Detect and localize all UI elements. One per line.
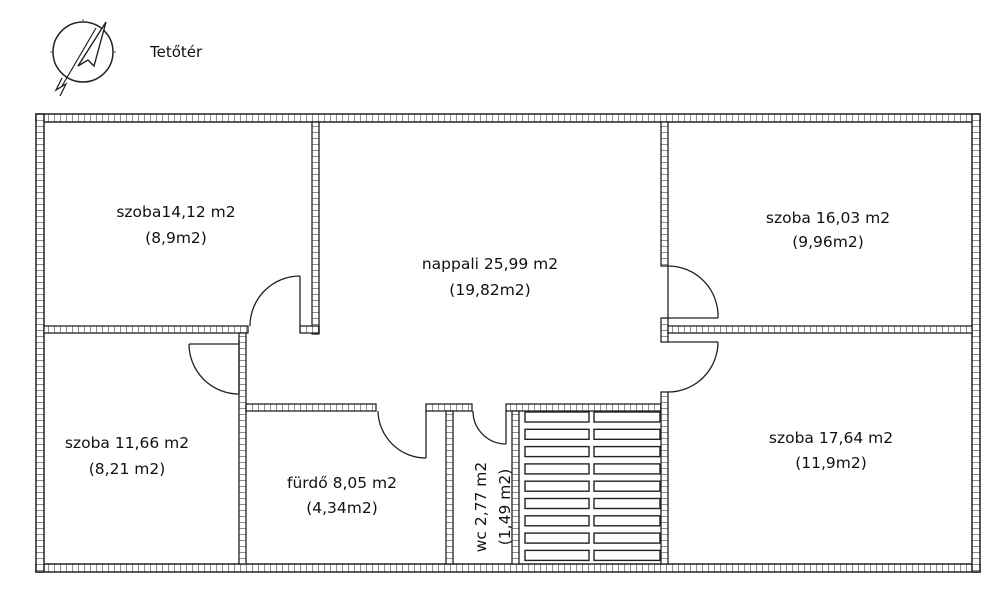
stair-tread	[593, 515, 661, 527]
door-wc	[472, 410, 507, 445]
room-top-right-area: szoba 16,03 m2	[766, 209, 890, 227]
stair-tread	[524, 549, 590, 562]
stair-tread	[524, 515, 590, 527]
door-bottom-right	[667, 341, 719, 393]
doors	[188, 265, 719, 459]
room-living-area: nappali 25,99 m2	[422, 255, 558, 273]
room-bottom-right-area: szoba 17,64 m2	[769, 429, 893, 447]
stair-tread	[593, 463, 661, 475]
stair-tread	[524, 445, 590, 458]
door-bottom-left	[188, 340, 240, 395]
staircase	[524, 411, 661, 562]
room-top-right-net: (9,96m2)	[792, 233, 864, 251]
stair-tread	[524, 411, 590, 423]
room-living-net: (19,82m2)	[449, 281, 530, 299]
stair-tread	[593, 532, 661, 544]
door-bath	[377, 410, 427, 459]
room-bottom-left-area: szoba 11,66 m2	[65, 434, 189, 452]
room-bath-net: (4,34m2)	[306, 499, 378, 517]
stair-tread	[593, 549, 661, 562]
north-arrow-icon	[50, 19, 116, 97]
stair-tread	[524, 532, 590, 544]
stair-tread	[593, 480, 661, 492]
room-top-left-net: (8,9m2)	[145, 229, 207, 247]
door-top-right	[667, 265, 719, 319]
stair-tread	[524, 463, 590, 475]
room-bottom-right-net: (11,9m2)	[795, 454, 867, 472]
room-top-left-area: szoba14,12 m2	[116, 203, 235, 221]
stair-tread	[593, 445, 661, 458]
interior-walls	[43, 121, 973, 565]
stair-tread	[524, 497, 590, 510]
outer-wall	[35, 113, 981, 573]
stair-tread	[593, 497, 661, 510]
stair-tread	[593, 428, 661, 440]
room-labels: szoba14,12 m2 (8,9m2) nappali 25,99 m2 (…	[65, 203, 893, 552]
room-bath-area: fürdő 8,05 m2	[287, 474, 397, 492]
room-wc-area: wc 2,77 m2	[472, 462, 490, 553]
door-top-left	[249, 275, 301, 327]
room-wc-net: (1,49 m2)	[496, 469, 514, 546]
stair-tread	[524, 428, 590, 440]
floor-label: Tetőtér	[149, 43, 203, 61]
stair-tread	[593, 411, 661, 423]
stair-tread	[524, 480, 590, 492]
room-bottom-left-net: (8,21 m2)	[89, 460, 166, 478]
